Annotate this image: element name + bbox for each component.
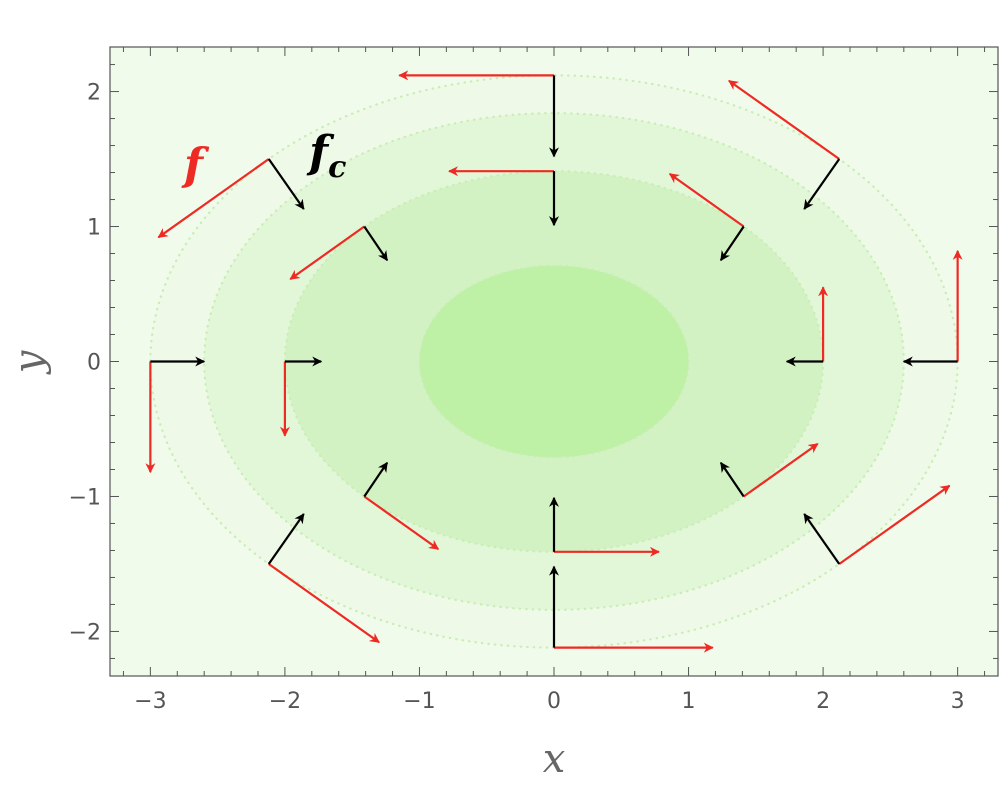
x-tick-label: −3 <box>134 689 166 714</box>
vector-fc-11 <box>363 225 389 262</box>
vector-f-13 <box>743 442 819 498</box>
x-tick-label: 0 <box>547 689 561 714</box>
y-tick-label: −2 <box>69 620 101 645</box>
vector-f-15 <box>363 495 440 551</box>
x-tick-label: 2 <box>816 689 830 714</box>
vector-fc-13 <box>719 461 745 498</box>
contour-levels <box>149 74 959 649</box>
x-tick-label: −1 <box>403 689 435 714</box>
vector-f-14 <box>838 484 951 565</box>
y-tick-label: −1 <box>69 485 101 510</box>
vector-arrows <box>145 70 963 653</box>
y-axis-label: y <box>6 349 52 375</box>
contour-level-4 <box>418 264 690 459</box>
vector-fc-14 <box>803 513 841 565</box>
x-axis-label: x <box>543 736 566 782</box>
vector-fc-12 <box>267 158 305 210</box>
fc-subscript: c <box>328 150 346 185</box>
vector-fc-16 <box>267 513 305 565</box>
y-tick-label: 2 <box>87 81 101 106</box>
vector-f-10 <box>668 172 745 228</box>
vector-f-9 <box>728 79 840 160</box>
x-tick-label: −2 <box>269 689 301 714</box>
vector-fc-9 <box>803 158 841 210</box>
vector-f-11 <box>289 225 365 281</box>
vector-f-12 <box>157 158 270 239</box>
axis-ticks: −3 −2 −1 0 1 2 3 −2 −1 0 1 2 <box>69 47 998 714</box>
x-tick-label: 1 <box>682 689 696 714</box>
vector-f-16 <box>268 563 380 644</box>
y-tick-label: 1 <box>87 216 101 241</box>
y-tick-label: 0 <box>87 351 101 376</box>
x-tick-label: 3 <box>951 689 965 714</box>
vector-fc-15 <box>363 461 389 498</box>
vector-fc-10 <box>719 225 745 262</box>
